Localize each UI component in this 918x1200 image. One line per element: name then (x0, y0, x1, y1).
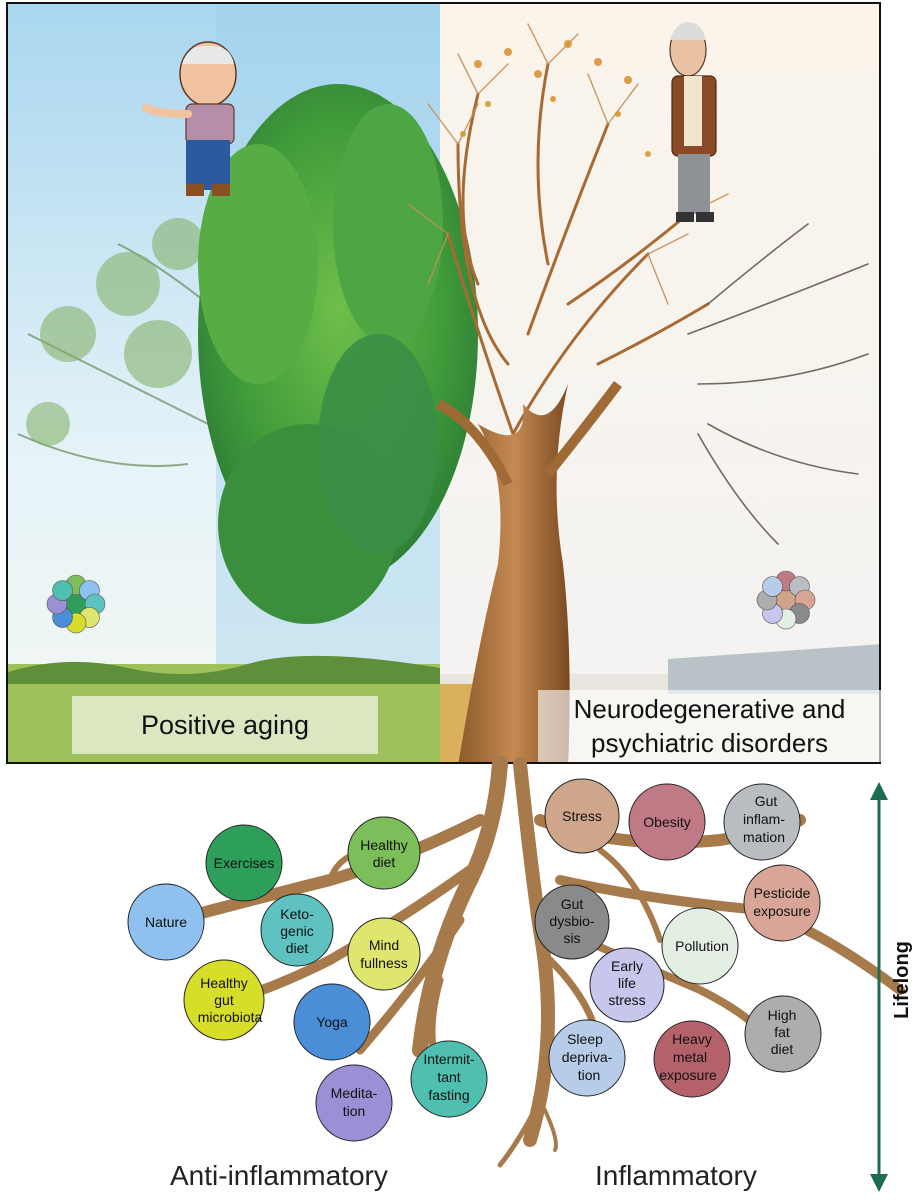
bubble-label: metal (673, 1049, 707, 1065)
bubble-label: dysbio- (549, 913, 594, 929)
lifelong-arrow: Lifelong (870, 782, 913, 1192)
neurodegenerative-label-line: psychiatric disorders (591, 728, 828, 758)
bubble-label: tant (437, 1069, 460, 1085)
bubble-label: Exercises (214, 855, 275, 871)
inflammatory-factor-bubble: High fat diet (744, 995, 822, 1073)
bubble-label: sis (563, 930, 580, 946)
bubble-label: life (618, 975, 636, 991)
neurodegenerative-label: Neurodegenerative and psychiatric disord… (538, 690, 881, 762)
inflammatory-factor-bubble: Stress (544, 778, 620, 854)
inflammatory-label: Inflammatory (595, 1160, 757, 1191)
bubble-label: Nature (145, 914, 187, 930)
lifelong-label: Lifelong (891, 941, 913, 1019)
tree-trunk (458, 384, 570, 762)
bubble-label: Heavy (672, 1031, 712, 1047)
bubble-label: diet (373, 854, 396, 870)
bubble-label: Early (611, 958, 643, 974)
inflammatory-factor-bubble: Sleep depriva- tion (548, 1019, 626, 1097)
bubble-label: Medita- (331, 1085, 378, 1101)
inflammatory-factor-bubble: Gut dysbio- sis (534, 884, 610, 960)
bubble-label: diet (286, 940, 309, 956)
bubble-label: Gut (755, 793, 778, 809)
bubble-label: microbiota (198, 1009, 263, 1025)
inflammatory-factor-bubble: Heavy metal exposure (653, 1020, 731, 1098)
bubble-label: diet (771, 1041, 794, 1057)
anti-inflammatory-factor-bubble: Medita- tion (315, 1064, 393, 1142)
inflammatory-factor-bubble: Pesticide exposure (743, 864, 821, 942)
bubble-label: Healthy (360, 837, 407, 853)
bubble-label: stress (608, 992, 645, 1008)
anti-inflammatory-factor-bubble: Intermit- tant fasting (410, 1040, 488, 1118)
bubble-label: tion (343, 1103, 366, 1119)
bubble-label: Mind (369, 937, 399, 953)
bubble-label: inflam- (743, 811, 785, 827)
flower-dot (52, 580, 73, 601)
bubble-label: Obesity (643, 814, 690, 830)
bubble-label: fat (774, 1024, 790, 1040)
bubble-label: Stress (562, 808, 602, 824)
bubble-label: Gut (561, 896, 584, 912)
neurodegenerative-label-line: Neurodegenerative and (573, 694, 846, 724)
flower-dot (762, 576, 783, 597)
anti-inflammatory-factor-bubble: Keto- genic diet (260, 893, 334, 967)
anti-inflammatory-flower-icon (46, 574, 106, 634)
bubble-label: exposure (659, 1067, 717, 1083)
bubble-label: gut (214, 992, 234, 1008)
bubble-label: Pesticide (754, 885, 811, 901)
happy-old-man-figure (142, 41, 237, 196)
anti-inflammatory-factor-bubble: Mind fullness (347, 917, 421, 991)
bubble-label: mation (743, 829, 785, 845)
anti-inflammatory-factor-bubble: Yoga (293, 983, 371, 1061)
bubble-label: Yoga (316, 1014, 348, 1030)
sad-old-man-figure (669, 22, 717, 222)
inflammatory-factor-bubble: Gut inflam- mation (723, 783, 801, 861)
bare-branches (407, 23, 869, 545)
bubble-label: fasting (428, 1087, 469, 1103)
anti-inflammatory-label: Anti-inflammatory (170, 1160, 388, 1191)
bubble-label: Intermit- (423, 1051, 475, 1067)
bubble-label: Keto- (280, 906, 314, 922)
positive-aging-label: Positive aging (72, 696, 378, 754)
bubble-label: Healthy (200, 975, 247, 991)
bubble-label: Sleep (567, 1031, 603, 1047)
inflammatory-factor-bubble: Obesity (628, 783, 706, 861)
inflammatory-factor-bubble: Early life stress (589, 947, 665, 1023)
bubble-label: depriva- (562, 1049, 613, 1065)
inflammatory-flower-icon (756, 570, 816, 630)
anti-inflammatory-factor-bubble: Nature (127, 883, 205, 961)
anti-inflammatory-factor-bubble: Exercises (205, 824, 283, 902)
arrow-down-icon (870, 1174, 888, 1192)
bubble-label: fullness (360, 955, 407, 971)
autumn-leaves (460, 40, 651, 157)
inflammatory-factor-bubble: Pollution (661, 907, 739, 985)
arrow-up-icon (870, 782, 888, 800)
bubble-label: genic (280, 923, 313, 939)
bubble-label: High (768, 1007, 797, 1023)
bubble-label: Pollution (675, 938, 729, 954)
bubble-label: tion (578, 1067, 601, 1083)
green-canopy (198, 84, 478, 624)
anti-inflammatory-factor-bubble: Healthy diet (347, 816, 421, 890)
anti-inflammatory-factor-bubble: Healthy gut microbiota (183, 959, 265, 1041)
bubble-label: exposure (753, 903, 811, 919)
